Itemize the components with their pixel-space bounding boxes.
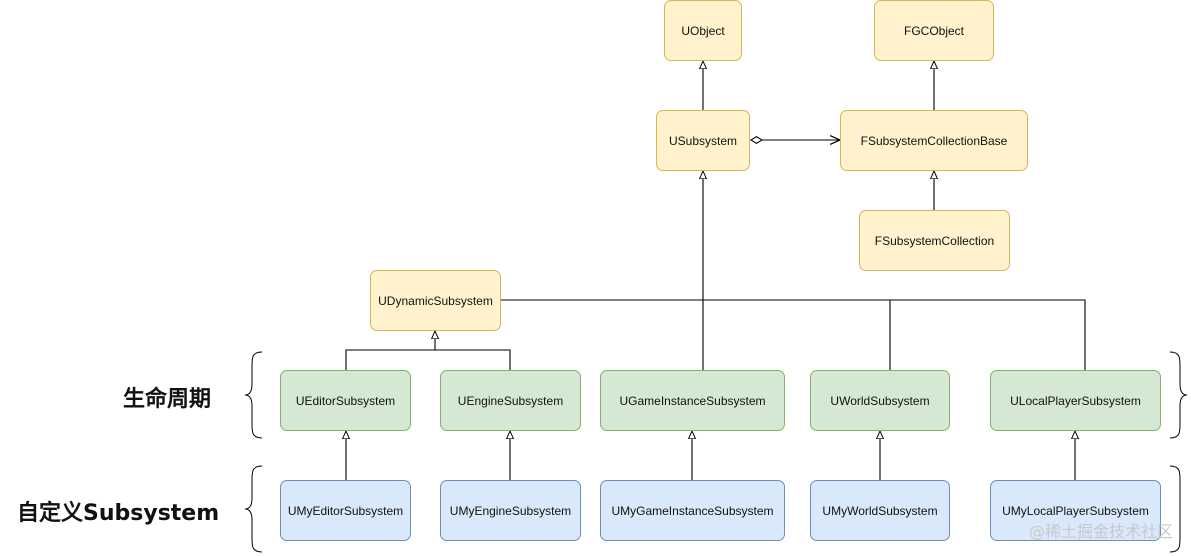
edge-bus-horizontal [500,299,1086,370]
node-ulocalplayersubsystem: ULocalPlayerSubsystem [990,370,1161,431]
node-umyeditorsubsystem: UMyEditorSubsystem [280,480,411,541]
label-custom-subsystem: 自定义Subsystem [17,501,220,526]
node-fsubsystemcollection: FSubsystemCollection [859,210,1010,271]
node-ugameinstancesubsystem: UGameInstanceSubsystem [600,370,785,431]
node-uenginesubsystem: UEngineSubsystem [440,370,581,431]
node-umyworldsubsystem: UMyWorldSubsystem [810,480,950,541]
node-udynamicsubsystem: UDynamicSubsystem [370,270,501,331]
brace-left-custom [244,465,263,553]
edge-ueditorsubsystem-bracket [345,349,511,370]
node-fsubsystemcollectionbase: FSubsystemCollectionBase [840,110,1028,171]
brace-right-custom [1169,465,1181,553]
node-umyenginesubsystem: UMyEngineSubsystem [440,480,581,541]
node-uworldsubsystem: UWorldSubsystem [810,370,950,431]
brace-right-lifecycle [1169,351,1188,439]
node-ueditorsubsystem: UEditorSubsystem [280,370,411,431]
brace-left-lifecycle [244,351,263,439]
label-lifecycle: 生命周期 [123,387,212,412]
node-usubsystem: USubsystem [656,110,750,171]
node-umygameinstancesubsystem: UMyGameInstanceSubsystem [600,480,785,541]
node-uobject: UObject [664,0,742,61]
node-fgcobject: FGCObject [874,0,994,61]
node-umylocalplayersubsystem: UMyLocalPlayerSubsystem [990,480,1161,541]
watermark: @稀土掘金技术社区 [1028,522,1173,541]
